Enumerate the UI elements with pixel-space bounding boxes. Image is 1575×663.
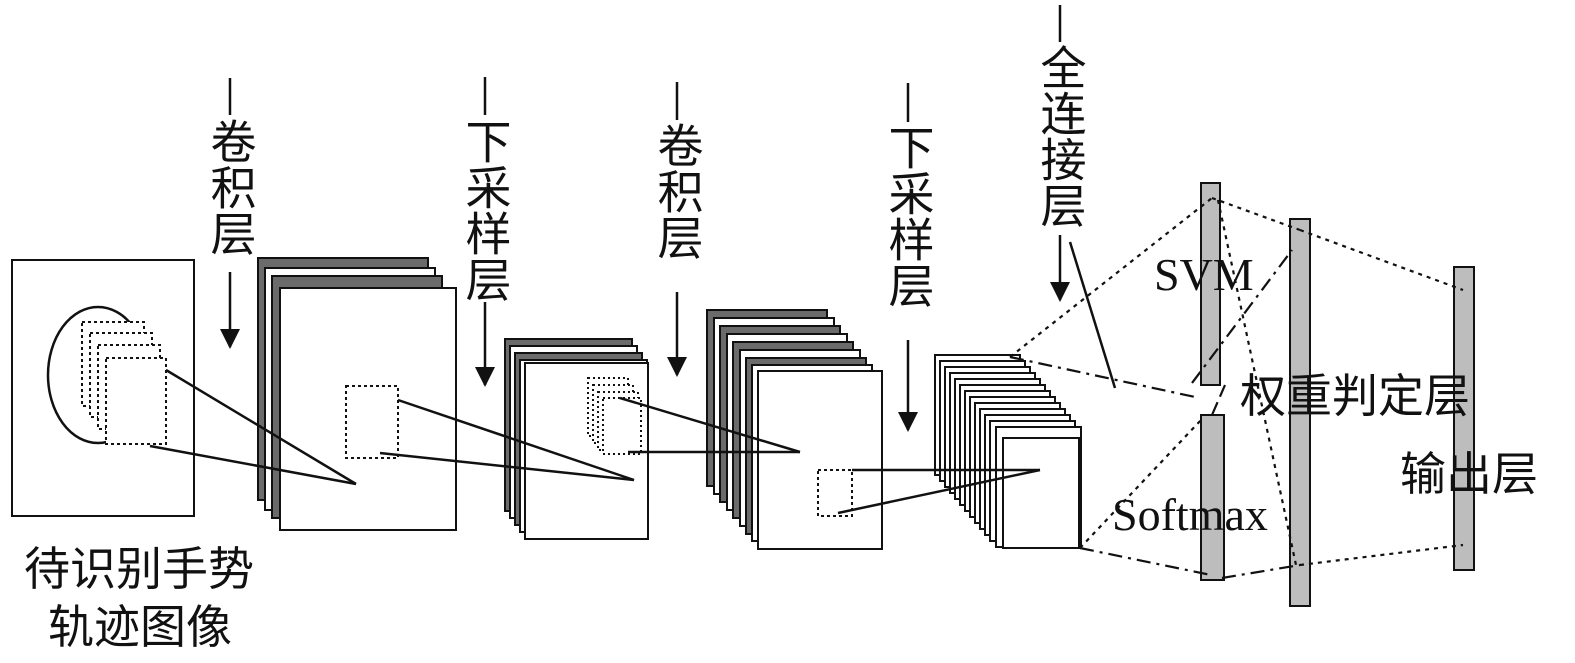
classifier-connections xyxy=(1009,196,1464,580)
conv1-feature-maps xyxy=(257,257,457,531)
output-bar xyxy=(1453,266,1475,571)
pool1-label: 下采样层 xyxy=(460,118,511,302)
pool2-feature-maps xyxy=(934,354,1082,549)
classifier-bars xyxy=(1200,182,1475,607)
pool1-feature-maps xyxy=(504,338,649,540)
weight-decision-bar xyxy=(1289,218,1311,607)
vertical-labels: 卷积层 下采样层 卷积层 下采样层 全连接层 xyxy=(205,5,1086,308)
conv1-label: 卷积层 xyxy=(205,118,256,256)
layer-arrows xyxy=(220,235,1070,432)
svm-bar xyxy=(1200,182,1221,386)
output-label: 输出层 xyxy=(1400,449,1538,500)
input-image xyxy=(11,259,195,517)
weight-decision-label: 权重判定层 xyxy=(1240,371,1470,422)
svm-label: SVM xyxy=(1154,249,1254,300)
fc-label: 全连接层 xyxy=(1035,44,1086,228)
fc-pointer-line xyxy=(1068,241,1117,389)
conv2-feature-maps xyxy=(706,309,883,550)
input-label-line1: 待识别手势 xyxy=(24,544,254,595)
connection-lines xyxy=(149,368,1041,515)
pool2-label: 下采样层 xyxy=(883,124,934,308)
conv2-label: 卷积层 xyxy=(652,122,703,260)
softmax-label: Softmax xyxy=(1112,489,1268,540)
input-label-line2: 轨迹图像 xyxy=(48,602,232,653)
